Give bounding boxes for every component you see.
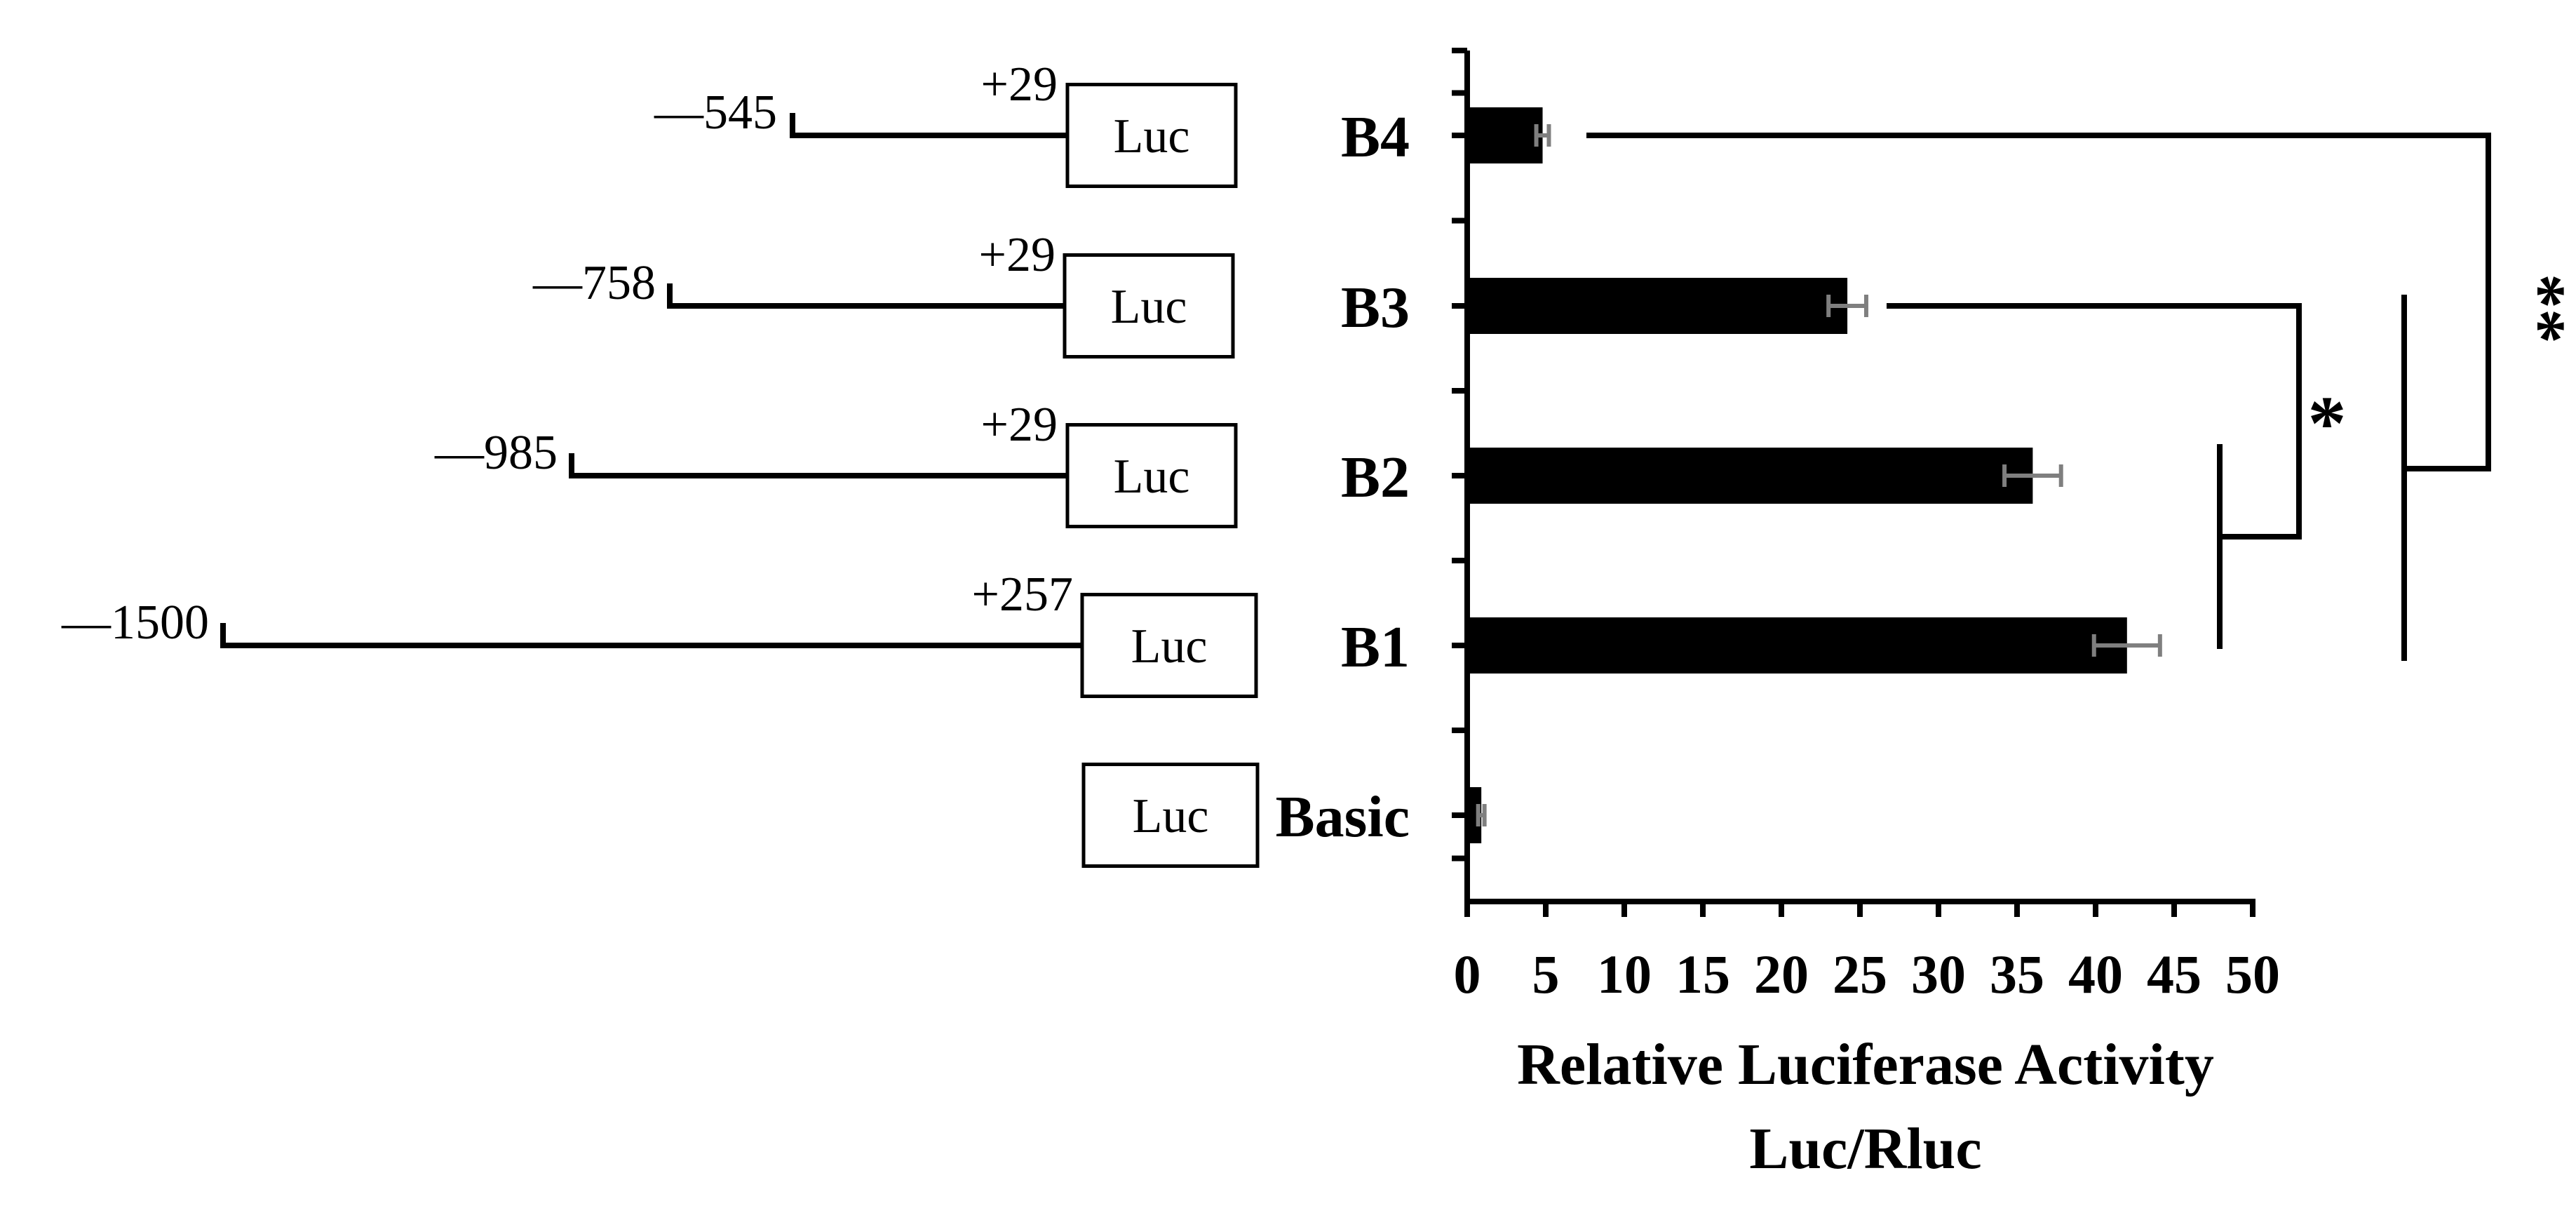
x-tick-label: 5: [1532, 944, 1560, 1005]
luciferase-box: [1065, 423, 1238, 528]
significance-brackets: ***: [1586, 133, 2576, 661]
category-label: Basic: [1276, 784, 1410, 850]
x-axis-title: Relative Luciferase Activity: [1517, 1032, 2214, 1097]
end-position-label: +29: [981, 58, 1058, 112]
luciferase-box: [1063, 253, 1235, 359]
x-tick-label: 10: [1597, 944, 1652, 1005]
luciferase-label: Luc: [1111, 280, 1187, 334]
end-position-label: +29: [981, 398, 1058, 452]
bracket-double-star: [1586, 133, 2491, 471]
luciferase-label: Luc: [1131, 619, 1208, 674]
promoter-constructs: —545+29Luc—758+29Luc—985+29Luc—1500+257L…: [61, 58, 1260, 868]
category-label: B3: [1341, 275, 1410, 340]
luciferase-label: Luc: [1114, 450, 1190, 504]
category-label: B4: [1341, 105, 1410, 170]
x-tick-label: 35: [1990, 944, 2044, 1005]
start-position-label: —545: [654, 86, 777, 140]
bracket-single-star: [1887, 303, 2302, 540]
x-axis-title-line2: Luc/Rluc: [1749, 1116, 1981, 1181]
luciferase-box: [1065, 83, 1238, 188]
luciferase-label: Luc: [1114, 109, 1190, 163]
construct-basic: Luc: [1081, 763, 1260, 868]
x-tick-label: 40: [2068, 944, 2123, 1005]
chart-bars: [1467, 107, 2162, 843]
x-tick-label: 0: [1454, 944, 1481, 1005]
bar: [1467, 617, 2127, 674]
luciferase-box: [1080, 593, 1258, 698]
start-position-label: —758: [532, 256, 656, 310]
bar: [1467, 787, 1482, 843]
category-label: B1: [1341, 615, 1410, 680]
start-position-label: —1500: [61, 596, 209, 650]
bar: [1467, 448, 2033, 504]
category-label: B2: [1341, 445, 1410, 510]
x-tick-label: 20: [1754, 944, 1809, 1005]
bar: [1467, 107, 1543, 163]
start-position-label: —985: [434, 426, 558, 480]
x-tick-label: 15: [1675, 944, 1730, 1005]
luciferase-box: [1081, 763, 1260, 868]
significance-label: *: [2308, 380, 2347, 466]
end-position-label: +29: [979, 228, 1056, 282]
x-tick-label: 45: [2147, 944, 2201, 1005]
luciferase-label: Luc: [1133, 789, 1209, 843]
x-tick-label: 25: [1833, 944, 1887, 1005]
x-tick-label: 50: [2225, 944, 2280, 1005]
x-tick-label: 30: [1911, 944, 1966, 1005]
significance-label: **: [2502, 274, 2576, 344]
end-position-label: +257: [972, 568, 1073, 622]
bar: [1467, 278, 1848, 334]
